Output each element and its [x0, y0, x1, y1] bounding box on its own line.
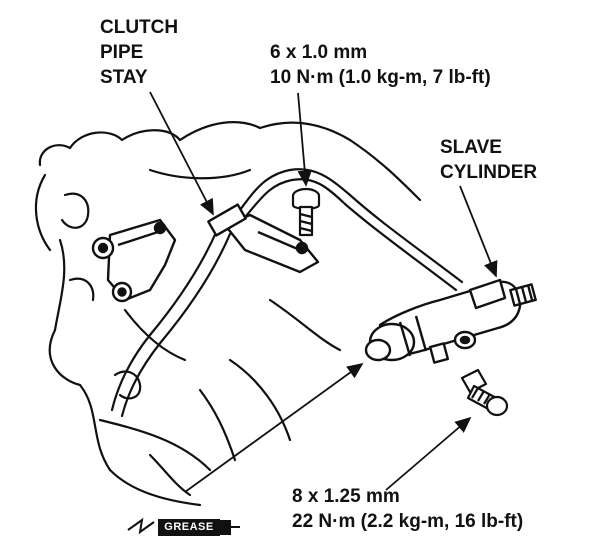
transmission-housing	[34, 121, 422, 507]
clutch-pipe-stay-line-3: STAY	[100, 67, 148, 88]
top-bolt-size: 6 x 1.0 mm	[270, 42, 368, 63]
grease-tube-icon	[127, 517, 240, 535]
clutch-pipe-stay-line-1: CLUTCH	[100, 17, 179, 38]
top-bolt-torque: 10 N·m (1.0 kg-m, 7 lb-ft)	[270, 67, 491, 88]
top-bolt	[291, 187, 321, 237]
leader-pipe-stay	[149, 91, 214, 216]
slave-cylinder-body	[364, 278, 537, 364]
slave-cylinder-line-2: CYLINDER	[440, 162, 538, 183]
pipe-stay-bracket	[207, 203, 320, 274]
bottom-bolt	[460, 368, 509, 417]
leader-top-bolt	[297, 92, 312, 187]
grease-symbol-label: GREASE	[158, 519, 220, 536]
slave-cylinder-line-1: SLAVE	[440, 137, 502, 158]
leader-grease	[184, 362, 364, 493]
clutch-pipe-stay-line-2: PIPE	[100, 42, 144, 63]
leader-slave-cylinder	[459, 185, 498, 278]
bottom-bolt-spec-label: 8 x 1.25 mm 22 N·m (2.2 kg-m, 16 lb-ft)	[292, 484, 523, 534]
slave-cylinder-label: SLAVE CYLINDER	[440, 135, 537, 185]
leader-bottom-bolt	[385, 416, 472, 491]
clutch-pipe-stay-label: CLUTCH PIPE STAY	[100, 15, 178, 90]
clutch-pipe	[238, 168, 464, 292]
mount-bracket	[91, 218, 177, 303]
leader-lines	[149, 91, 498, 493]
bottom-bolt-size: 8 x 1.25 mm	[292, 486, 400, 507]
bottom-bolt-torque: 22 N·m (2.2 kg-m, 16 lb-ft)	[292, 511, 524, 532]
top-bolt-spec-label: 6 x 1.0 mm 10 N·m (1.0 kg-m, 7 lb-ft)	[270, 40, 491, 90]
clutch-hose	[110, 226, 232, 418]
